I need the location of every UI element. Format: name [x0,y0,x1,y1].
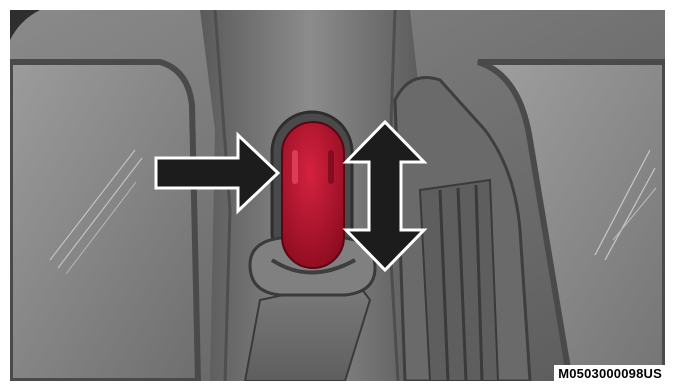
height-adjuster-button [282,122,344,268]
illustration-frame: M0503000098US [10,10,665,381]
left-window [10,62,198,381]
figure-code-label: M0503000098US [554,365,665,381]
seatbelt-height-adjuster-illustration [10,10,665,381]
